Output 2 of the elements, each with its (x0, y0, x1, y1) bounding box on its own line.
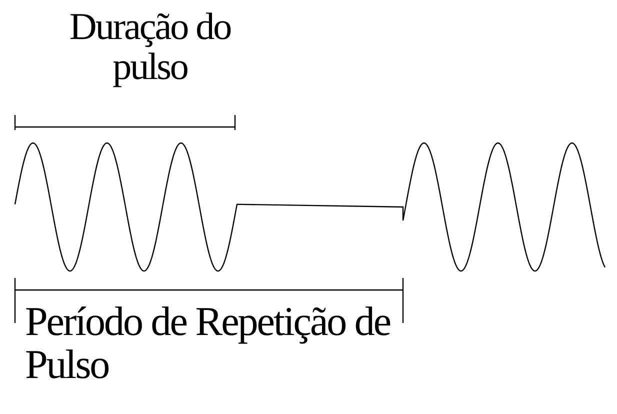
dimension-label: Duração do pulso (68, 8, 232, 88)
dimension-label: Período de Repetição de Pulso (25, 300, 392, 386)
